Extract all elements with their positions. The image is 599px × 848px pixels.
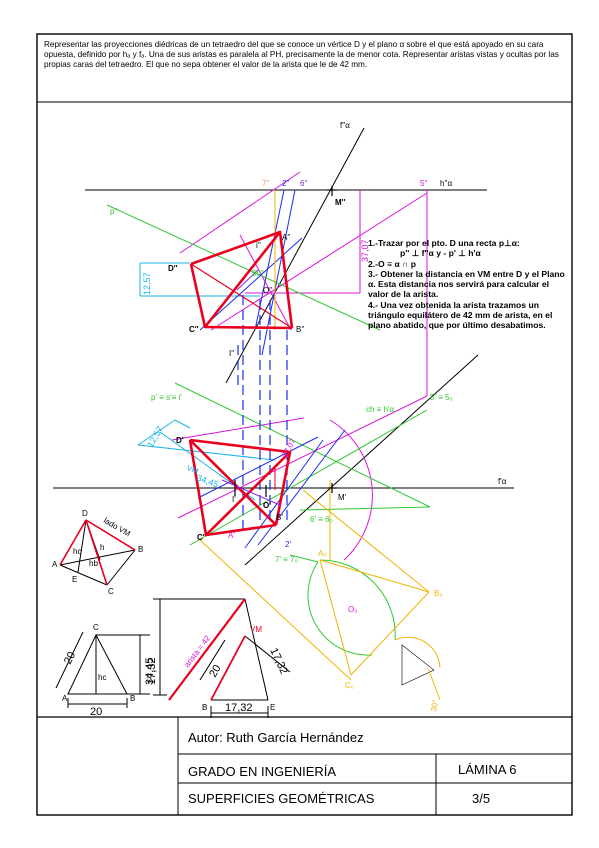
label-2-2: 2'' [282,179,290,188]
label-dim-37-07: 37,07 [360,239,370,262]
label-B-0: B₀ [434,589,443,598]
label-C-1: C' [197,533,205,542]
step-1-detail: p'' ⊥ f''α y - p' ⊥ h'α [400,248,481,259]
label-O-2: O'' [263,286,273,295]
sketch-h: h [100,543,104,552]
label-angle-90: 90° [252,269,264,278]
tetra-sketch-red [59,519,136,586]
label-D-2: D'' [168,264,178,273]
tetrahedron-plan [188,438,292,537]
label-O-1: O' [263,501,271,510]
sketch-B: B [138,545,143,554]
label-A-2: A'' [282,233,291,242]
right-E: E [270,703,275,712]
right-dim-17-32-diag: 17,32 [267,646,290,676]
right-dim-17-32-base: 17,32 [225,702,253,714]
tri-dim-17-32: 17,32 [146,657,158,685]
subject: SUPERFICIES GEOMÉTRICAS [188,791,375,806]
tri-dim-20-a: 20 [62,650,78,666]
magenta-construction [171,171,428,561]
sketch-E: E [72,575,77,584]
problem-statement: Representar las proyecciones diédricas d… [44,40,559,70]
label-B-1: B' [276,513,283,522]
cyan-construction [137,262,276,501]
sketch-hb: hb [89,559,98,568]
tri-C: C [93,623,99,632]
arista-red-line [168,598,246,701]
sketch-D: D [82,509,88,518]
outer-frame [36,33,573,816]
tri-hc: hc [98,673,106,682]
label-C-0: C₀ [345,681,354,690]
label-f-alpha-1: f'α [498,477,507,486]
purple-construction [221,269,281,506]
label-5-2: 5'' [420,179,428,188]
label-dim-37-07-b: 37,07 [280,437,298,459]
sketch-hc: hc [73,547,81,556]
label-p-2: p'' [110,207,118,216]
label-I-1: I' [232,495,236,504]
tri-B: B [130,694,135,703]
triangle-sketch [55,631,150,708]
label-VM-mid: VM [185,463,200,476]
trace-h-alpha-horizontal [244,354,479,566]
green-construction [106,204,431,656]
label-C-2: C'' [189,325,199,334]
label-p-s-i: p' ≡ s'≡ i' [151,393,182,402]
point-marks [234,186,337,497]
sheet-number: LÁMINA 6 [458,762,517,777]
label-2-1: 2' [285,540,291,549]
label-5-0: 5' ≡ 5₀ [430,393,453,402]
right-VM: VM [250,625,262,634]
label-A-1: A' [228,531,235,540]
label-O-0: O₀ [348,605,358,614]
label-ch: ch ≡ h'α [366,405,395,414]
arista-red-base [210,635,246,701]
label-D-1: D' [176,436,184,445]
solution-steps: 1.-Trazar por el pto. D una recta p⊥α: p… [368,238,568,331]
label-B-2: B'' [296,325,305,334]
label-angle-30: 30° [429,699,440,712]
label-f-alpha-2: f''α [340,121,350,130]
tri-dim-20-b: 20 [90,706,102,718]
step-2: 2.-O ≡ α ∩ p [368,258,417,269]
label-h-alpha-2: h''α [440,179,453,188]
label-dim-12-57-b: 12,57 [145,424,165,449]
label-M-2: M'' [335,198,346,207]
tetrahedron-elevation [189,230,294,330]
label-6-2: 6'' [300,179,308,188]
arista-construction [153,598,291,718]
sketch-A: A [52,560,58,569]
right-dim-34-45: 34,45 [144,657,156,685]
label-dim-12-57-a: 12,57 [142,272,152,295]
label-M-1: M' [338,493,347,502]
step-1: 1.-Trazar por el pto. D una recta p⊥α: [368,238,520,248]
degree: GRADO EN INGENIERÍA [188,764,337,779]
sketch-C: C [108,587,114,596]
page-number: 3/5 [472,791,491,806]
tri-A: A [62,694,68,703]
label-6-0: 6' ≡ 6₀ [310,515,333,524]
orange-construction [199,190,441,701]
title-block [37,716,572,815]
step-4: 4.- Una vez obtenida la arista trazamos … [368,299,553,331]
label-7-0: 7' ≡ 7₀ [275,555,298,564]
label-A-0: A₀ [318,549,327,558]
step-3: 3.- Obtener la distancia en VM entre D y… [368,268,565,300]
sketch-lado-VM: lado VM [102,516,132,539]
label-i-2: i'' [256,241,261,250]
author: Autor: Ruth García Hernández [188,730,364,745]
right-B: B [202,703,207,712]
label-7-2: 7'' [262,179,270,188]
right-dim-20: 20 [207,663,224,680]
label-I-2: I'' [229,349,235,358]
trace-f-alpha-vertical [225,127,365,384]
